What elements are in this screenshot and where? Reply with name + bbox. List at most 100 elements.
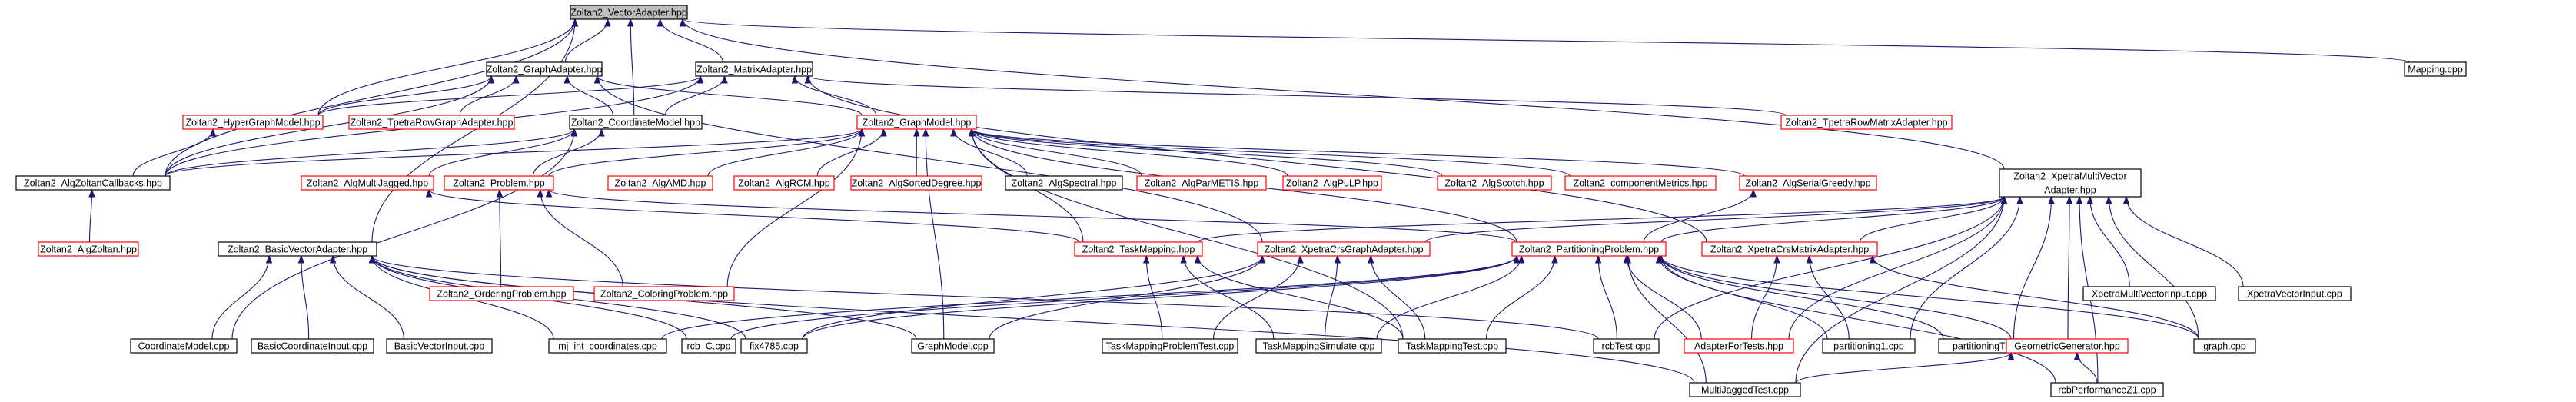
node-partitioning-problem[interactable]: Zoltan2_PartitioningProblem.hpp <box>1511 241 1667 257</box>
edge-graph_cpp-to-partitioning_problem <box>1660 255 2199 340</box>
node-label: Zoltan2_TpetraRowMatrixAdapter.hpp <box>1785 117 1947 128</box>
node-label: Zoltan2_AlgPuLP.hpp <box>1286 178 1378 188</box>
node-basic-coordinate-input[interactable]: BasicCoordinateInput.cpp <box>251 338 374 354</box>
node-box <box>1689 382 1801 397</box>
edge-partitioning1-to-xpetra_multi_vector_adapter <box>1910 196 2021 340</box>
edge-fix4785-to-partitioning_problem <box>802 255 1517 340</box>
node-xpetra-crs-graph-adapter[interactable]: Zoltan2_XpetraCrsGraphAdapter.hpp <box>1257 241 1431 257</box>
node-problem[interactable]: Zoltan2_Problem.hpp <box>444 175 554 191</box>
edge-adapter_for_tests-to-xpetra_multi_vector_adapter <box>1788 196 2005 340</box>
node-coordinate-model-cpp[interactable]: CoordinateModel.cpp <box>130 338 238 354</box>
edge-problem-to-coordinate_model <box>532 128 603 177</box>
arrowhead-geometric_generator-to-xpetra_multi_vector_adapter <box>2066 195 2073 204</box>
node-box <box>548 338 667 354</box>
node-multi-jagged-test[interactable]: MultiJaggedTest.cpp <box>1689 382 1801 397</box>
node-box <box>348 115 515 130</box>
node-adapter-for-tests[interactable]: AdapterForTests.hpp <box>1684 338 1794 354</box>
node-alg-spectral[interactable]: Zoltan2_AlgSpectral.hpp <box>1005 175 1123 191</box>
node-alg-amd[interactable]: Zoltan2_AlgAMD.hpp <box>607 175 713 191</box>
node-graph-model[interactable]: Zoltan2_GraphModel.hpp <box>856 115 977 130</box>
node-xpetra-crs-matrix-adapter[interactable]: Zoltan2_XpetraCrsMatrixAdapter.hpp <box>1701 241 1878 257</box>
node-fix4785[interactable]: fix4785.cpp <box>740 338 808 354</box>
node-rcb-performance-z1[interactable]: rcbPerformanceZ1.cpp <box>2050 382 2164 397</box>
edge-matrix_adapter-to-vector_adapter <box>660 18 723 63</box>
edge-multi_jagged_test-to-basic_vector_adapter <box>371 255 1695 384</box>
node-graph-model-cpp[interactable]: GraphModel.cpp <box>911 338 995 354</box>
node-box <box>607 175 713 191</box>
node-label: Zoltan2_XpetraMultiVector <box>2013 171 2126 181</box>
node-tpetra-row-graph-adapter[interactable]: Zoltan2_TpetraRowGraphAdapter.hpp <box>348 115 515 130</box>
arrowhead-tpetra_row_graph_adapter-to-graph_adapter <box>513 75 520 84</box>
arrowhead-rcb_test-to-partitioning_problem <box>1594 254 1602 264</box>
node-rcb-test[interactable]: rcbTest.cpp <box>1593 338 1660 354</box>
node-hypergraph-model[interactable]: Zoltan2_HyperGraphModel.hpp <box>182 115 324 130</box>
edge-alg_rcm-to-graph_model <box>816 128 884 177</box>
node-xpetra-vector-input[interactable]: XpetraVectorInput.cpp <box>2238 286 2352 301</box>
node-alg-rcm[interactable]: Zoltan2_AlgRCM.hpp <box>733 175 835 191</box>
node-alg-parmetis[interactable]: Zoltan2_AlgParMETIS.hpp <box>1136 175 1267 191</box>
node-matrix-adapter[interactable]: Zoltan2_MatrixAdapter.hpp <box>695 61 813 77</box>
arrowhead-task_mapping_test-to-graph_model <box>968 128 976 137</box>
node-label: BasicVectorInput.cpp <box>394 341 484 351</box>
node-task-mapping-simulate[interactable]: TaskMappingSimulate.cpp <box>1255 338 1382 354</box>
node-graph-adapter[interactable]: Zoltan2_GraphAdapter.hpp <box>486 61 603 77</box>
node-task-mapping-test[interactable]: TaskMappingTest.cpp <box>1398 338 1507 354</box>
node-label: Zoltan2_OrderingProblem.hpp <box>437 288 566 299</box>
node-alg-sorted-degree[interactable]: Zoltan2_AlgSortedDegree.hpp <box>850 175 982 191</box>
node-alg-serial-greedy[interactable]: Zoltan2_AlgSerialGreedy.hpp <box>1739 175 1877 191</box>
node-xpetra-multi-vector-input[interactable]: XpetraMultiVectorInput.cpp <box>2082 286 2216 301</box>
node-box <box>1255 338 1382 354</box>
node-label: Zoltan2_AlgSortedDegree.hpp <box>852 178 982 188</box>
node-partitioning1[interactable]: partitioning1.cpp <box>1822 338 1916 354</box>
edge-xpetra_crs_matrix_adapter-to-matrix_adapter <box>807 75 1707 243</box>
node-alg-multi-jagged[interactable]: Zoltan2_AlgMultiJagged.hpp <box>301 175 434 191</box>
node-task-mapping-problem-test[interactable]: TaskMappingProblemTest.cpp <box>1102 338 1238 354</box>
node-box <box>740 338 808 354</box>
node-label: Zoltan2_ColoringProblem.hpp <box>600 288 728 299</box>
edge-task_mapping_test-to-graph_model <box>971 128 1404 340</box>
node-alg-zoltan[interactable]: Zoltan2_AlgZoltan.hpp <box>38 241 139 257</box>
arrowhead-task_mapping_test-to-xpetra_crs_graph_adapter <box>1368 254 1374 264</box>
node-rcb-c[interactable]: rcb_C.cpp <box>681 338 736 354</box>
edge-task_mapping_test-to-partitioning_problem <box>1485 255 1556 340</box>
node-label: Zoltan2_TpetraRowGraphAdapter.hpp <box>351 117 514 128</box>
node-graph-cpp[interactable]: graph.cpp <box>2193 338 2256 354</box>
node-basic-vector-adapter[interactable]: Zoltan2_BasicVectorAdapter.hpp <box>218 241 377 257</box>
node-label: Adapter.hpp <box>2044 184 2096 195</box>
node-alg-zoltan-callbacks[interactable]: Zoltan2_AlgZoltanCallbacks.hpp <box>15 175 171 191</box>
edge-rcb_test-to-xpetra_multi_vector_adapter <box>1654 196 2005 340</box>
node-mj-int-coordinates[interactable]: mj_int_coordinates.cpp <box>548 338 667 354</box>
arrowhead-rcb_performance_z1-to-xpetra_multi_vector_adapter <box>2076 195 2083 204</box>
node-label: Zoltan2_AlgZoltanCallbacks.hpp <box>24 178 162 188</box>
node-alg-scotch[interactable]: Zoltan2_AlgScotch.hpp <box>1437 175 1552 191</box>
edge-hypergraph_model-to-matrix_adapter <box>317 75 701 116</box>
node-coordinate-model[interactable]: Zoltan2_CoordinateModel.hpp <box>569 115 703 130</box>
node-box <box>218 241 377 257</box>
node-alg-pulp[interactable]: Zoltan2_AlgPuLP.hpp <box>1282 175 1382 191</box>
node-coloring-problem[interactable]: Zoltan2_ColoringProblem.hpp <box>593 286 735 301</box>
node-label: mj_int_coordinates.cpp <box>558 341 657 351</box>
node-box <box>1511 241 1667 257</box>
arrowhead-multi_jagged_test-to-xpetra_multi_vector_adapter <box>2000 195 2008 204</box>
node-label: Zoltan2_MatrixAdapter.hpp <box>696 64 812 75</box>
node-task-mapping[interactable]: Zoltan2_TaskMapping.hpp <box>1074 241 1203 257</box>
node-mapping-cpp[interactable]: Mapping.cpp <box>2404 61 2467 77</box>
node-geometric-generator[interactable]: GeometricGenerator.hpp <box>2006 338 2129 354</box>
node-box <box>1074 241 1203 257</box>
node-box <box>2050 382 2164 397</box>
node-label: Zoltan2_AlgZoltan.hpp <box>40 244 137 254</box>
node-label: Zoltan2_XpetraCrsGraphAdapter.hpp <box>1264 244 1423 254</box>
edge-adapter_for_tests-to-xpetra_crs_matrix_adapter <box>1750 255 1778 340</box>
arrowhead-coordinate_model-to-graph_adapter <box>563 75 570 84</box>
node-box <box>1999 168 2142 198</box>
node-basic-vector-input[interactable]: BasicVectorInput.cpp <box>386 338 493 354</box>
edge-rcb_test-to-basic_vector_adapter <box>371 255 1599 340</box>
edge-xpetra_multi_vector_input-to-xpetra_multi_vector_adapter <box>2089 196 2130 287</box>
node-ordering-problem[interactable]: Zoltan2_OrderingProblem.hpp <box>429 286 574 301</box>
edge-problem-to-graph_model <box>548 128 863 177</box>
node-component-metrics[interactable]: Zoltan2_componentMetrics.hpp <box>1564 175 1717 191</box>
arrowhead-basic_coordinate_input-to-basic_vector_adapter <box>297 254 305 264</box>
node-tpetra-row-matrix-adapter[interactable]: Zoltan2_TpetraRowMatrixAdapter.hpp <box>1780 115 1953 130</box>
node-box <box>1136 175 1267 191</box>
